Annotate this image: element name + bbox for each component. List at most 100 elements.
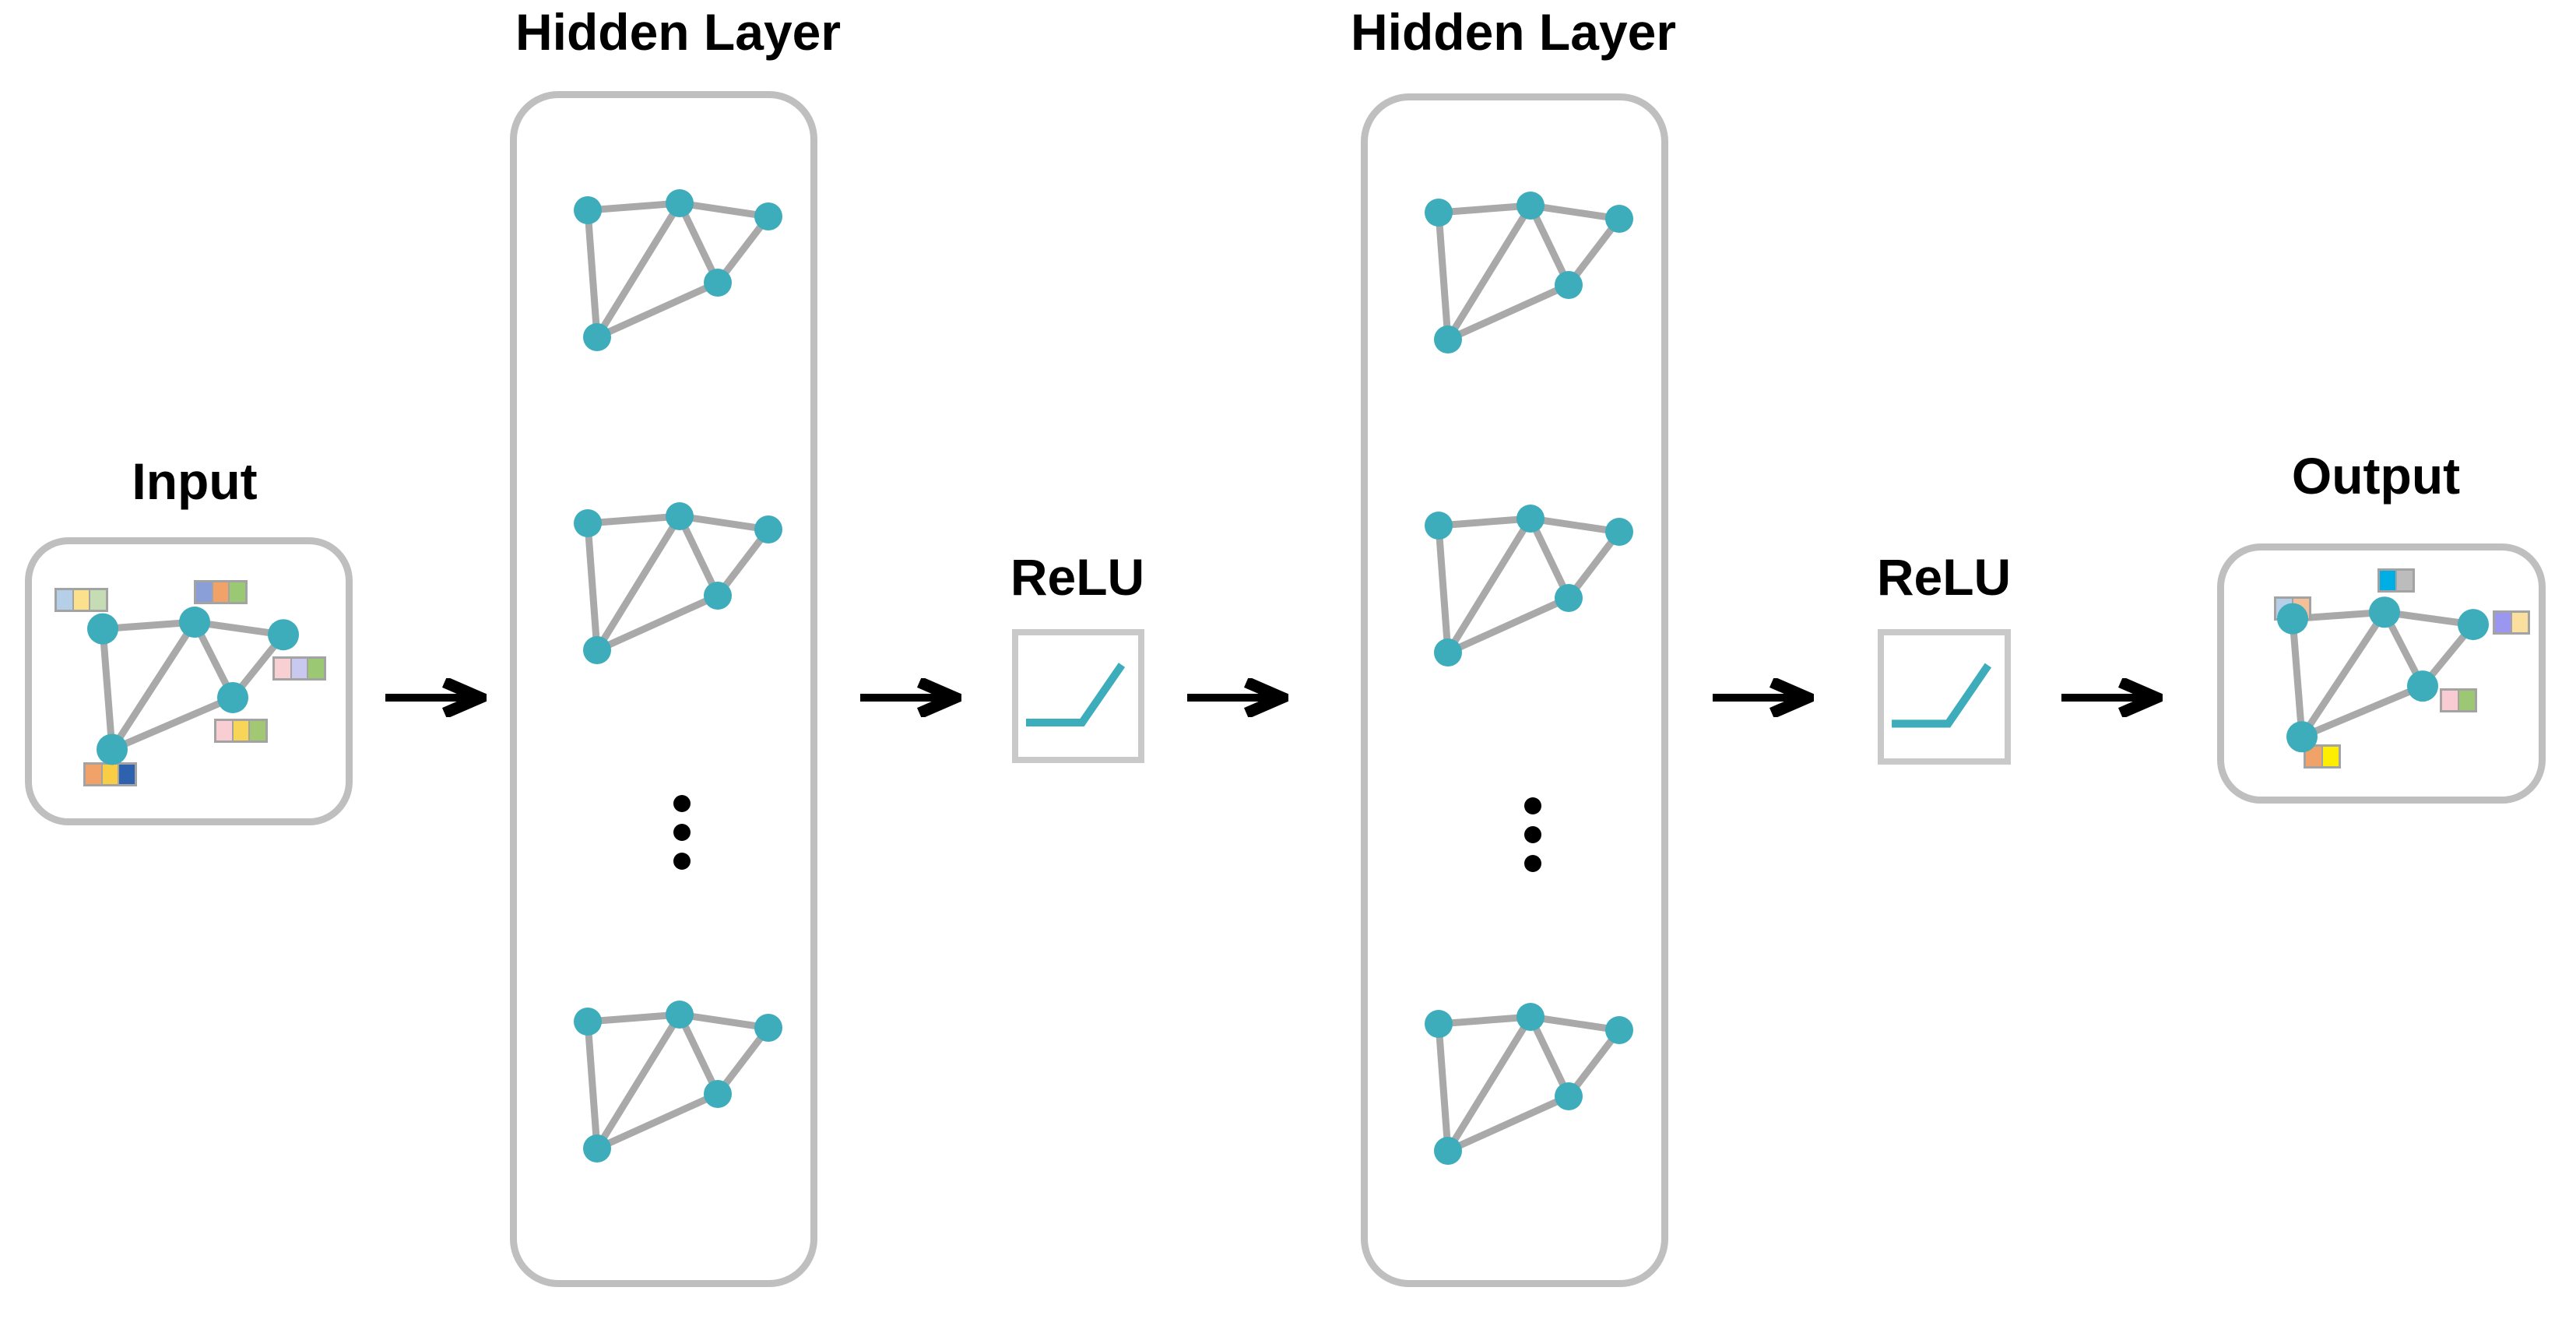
feature-cell [229, 582, 245, 602]
graph-edge [1435, 525, 1452, 653]
graph-node [1555, 584, 1583, 612]
graph-node [268, 619, 299, 651]
graph-node [1516, 505, 1545, 533]
graph-node [1434, 638, 1462, 667]
graph-edge [1438, 1013, 1531, 1028]
input-graph-box [25, 537, 353, 825]
graph-node [1425, 199, 1453, 227]
graph-node [1555, 1082, 1583, 1110]
graph-edge [1435, 1023, 1452, 1152]
feature-cell [2495, 613, 2511, 632]
feature-cell [213, 582, 229, 602]
feature-strip-border [214, 719, 268, 743]
arrow-right-icon [2061, 678, 2163, 717]
graph-node [666, 189, 694, 217]
relu-2-box [1878, 629, 2011, 765]
graph-node [97, 733, 128, 765]
graph-edge [1527, 1015, 1573, 1098]
output-graph-box [2217, 543, 2546, 804]
arrow-head [2118, 678, 2163, 717]
graph-node [583, 323, 611, 351]
hidden-graph [1425, 192, 1633, 353]
feature-cell [233, 721, 249, 740]
output-label: Output [2291, 447, 2461, 505]
graph-edge [1530, 515, 1620, 536]
graph-node [704, 582, 732, 610]
relu-1-box [1012, 629, 1144, 763]
graph-edge [594, 1012, 683, 1151]
graph-edge [676, 515, 722, 597]
graph-edge [596, 279, 719, 341]
feature-cell [118, 765, 135, 784]
graph-edge [1445, 1015, 1534, 1153]
graph-node [1605, 518, 1633, 546]
feature-cell [2306, 747, 2322, 766]
graph-node [754, 202, 782, 230]
graph-edge [679, 199, 769, 220]
graph-edge [1435, 212, 1452, 340]
feature-strip-border [2377, 568, 2415, 593]
graph-node [1605, 205, 1633, 233]
graph-edge [584, 209, 601, 338]
graph-edge [1445, 203, 1534, 342]
graph-edge [1438, 515, 1531, 529]
input-graph [54, 580, 326, 786]
graph-node [2458, 609, 2489, 641]
feature-cell [2396, 571, 2413, 590]
arrow-head [1244, 678, 1288, 717]
relu-2-label: ReLU [1876, 548, 2012, 606]
hidden-graph [1425, 505, 1633, 667]
relu-curve-icon [1026, 663, 1126, 726]
graph-node [754, 1014, 782, 1042]
graph-edge [596, 1090, 719, 1152]
arrow-head [1769, 678, 1814, 717]
feature-strip-border [2440, 688, 2477, 712]
graph-node [1605, 1016, 1633, 1044]
feature-cell [275, 659, 291, 678]
arrow-right-icon [860, 678, 961, 717]
graph-node [574, 1008, 602, 1036]
graph-edge [1530, 1013, 1620, 1034]
relu-activation-curve [1892, 663, 1992, 728]
graph-node [666, 1001, 694, 1029]
hidden-graph [1425, 1003, 1633, 1165]
graph-node [1434, 325, 1462, 353]
feature-cell [308, 659, 324, 678]
ellipsis-dot [1524, 855, 1541, 872]
graph-node [583, 1134, 611, 1162]
arrow-right-icon [385, 678, 487, 717]
feature-strip-border [272, 656, 326, 681]
feature-cell [2380, 571, 2396, 590]
graph-edge [587, 199, 680, 214]
graph-edge [679, 512, 769, 533]
graph-node [704, 1080, 732, 1108]
graph-edge [1527, 517, 1573, 600]
graph-edge [99, 628, 116, 750]
graph-edge [111, 694, 234, 753]
graph-edge [109, 620, 198, 751]
graph-node [2407, 670, 2438, 702]
graph-node [574, 196, 602, 224]
ellipsis-dot [1524, 797, 1541, 814]
graph-node [217, 681, 248, 713]
feature-strip-border [2493, 610, 2530, 635]
relu-1-label: ReLU [1010, 548, 1145, 606]
feature-cell [57, 590, 73, 610]
graph-node [179, 607, 210, 638]
graph-node [2369, 596, 2400, 628]
feature-cell [2442, 691, 2458, 710]
arrow-head [917, 678, 961, 717]
graph-node [1516, 192, 1545, 220]
ellipsis-dot [673, 824, 691, 841]
feature-cell [2322, 747, 2339, 766]
graph-node [666, 502, 694, 530]
graph-edge [1445, 516, 1534, 655]
graph-edge [1530, 202, 1620, 223]
graph-node [2277, 603, 2308, 635]
hidden-graph [574, 1001, 782, 1162]
hidden-graph [574, 502, 782, 664]
hidden-layer-2-label: Hidden Layer [1350, 3, 1677, 61]
graph-edge [2289, 618, 2306, 737]
feature-cell [90, 590, 106, 610]
graph-edge [1446, 594, 1570, 656]
